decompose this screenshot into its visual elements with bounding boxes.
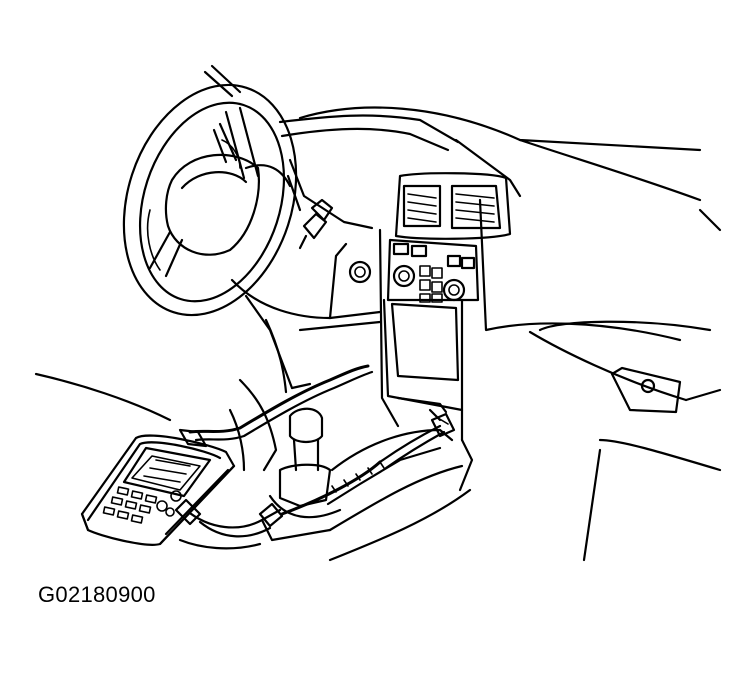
center-stack: [378, 228, 474, 492]
dashboard-upper: [278, 106, 722, 232]
gear-shifter: [260, 407, 342, 542]
climate-control-panel: [386, 238, 480, 303]
scan-tool: [80, 428, 236, 546]
steering-wheel: [122, 83, 298, 317]
dashboard-lower: [230, 242, 382, 394]
glove-box: [478, 198, 722, 562]
floor-line: [34, 372, 262, 550]
center-console-floor: [228, 378, 472, 562]
center-vents: [394, 172, 512, 240]
diagnostic-cable: [184, 364, 456, 538]
figure-code: G02180900: [38, 582, 156, 607]
key-stalk: [298, 198, 372, 284]
